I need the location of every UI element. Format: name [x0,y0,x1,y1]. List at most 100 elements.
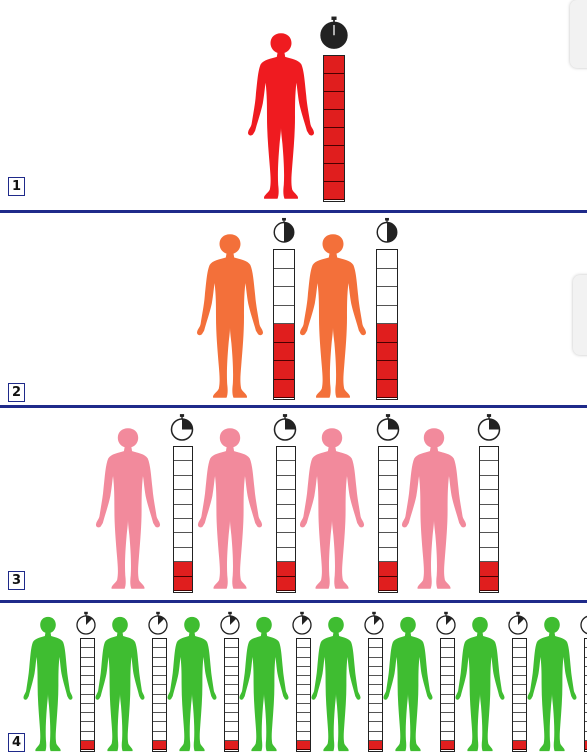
meter-segment [480,504,498,519]
meter-segment [441,666,454,676]
meter-segment [585,703,587,713]
meter-segment [274,287,294,306]
meter-segment [225,676,238,686]
meter-segment [585,666,587,676]
meter-segment [297,694,310,704]
capacity-meter [584,638,587,752]
stopwatch-icon [148,611,168,635]
stopwatch-icon [292,611,312,635]
meter-segment [585,740,587,750]
meter-segment [513,731,526,741]
meter-segment [369,694,382,704]
meter-segment [81,639,94,649]
capacity-meter [479,446,499,593]
meter-segment [324,56,344,74]
meter-segment [369,648,382,658]
meter-segment [81,657,94,667]
person-silhouette-icon [455,616,505,752]
meter-segment [225,666,238,676]
meter-segment [369,703,382,713]
meter-segment [277,490,295,505]
meter-segment [513,648,526,658]
side-panel [573,275,587,355]
person-silhouette-icon [401,428,467,589]
meter-segment [480,562,498,577]
meter-segment [369,740,382,750]
stopwatch-icon [320,16,348,49]
meter-segment [369,676,382,686]
meter-segment [277,533,295,548]
meter-segment [81,713,94,723]
meter-segment [274,342,294,361]
meter-segment [379,547,397,563]
meter-segment [324,146,344,164]
stopwatch-icon [477,414,501,441]
meter-segment [369,657,382,667]
row-number-label: 1 [8,177,25,196]
meter-segment [379,490,397,505]
meter-segment [174,562,192,577]
meter-segment [513,685,526,695]
meter-segment [441,731,454,741]
meter-segment [225,694,238,704]
stopwatch-icon [376,217,398,243]
meter-segment [441,694,454,704]
meter-segment [324,74,344,92]
meter-segment [81,731,94,741]
meter-segment [153,648,166,658]
meter-segment [225,648,238,658]
meter-segment [297,713,310,723]
meter-segment [379,562,397,577]
meter-segment [379,475,397,491]
meter-segment [377,250,397,269]
meter-segment [153,694,166,704]
meter-segment [369,713,382,723]
meter-segment [585,648,587,658]
meter-segment [277,519,295,534]
meter-segment [377,287,397,306]
meter-segment [225,657,238,667]
meter-segment [377,324,397,343]
row-number-label: 4 [8,733,25,752]
stopwatch-icon [436,611,456,635]
meter-segment [377,305,397,324]
meter-segment [379,576,397,591]
meter-segment [379,533,397,548]
meter-segment [81,666,94,676]
meter-segment [277,547,295,563]
meter-segment [377,361,397,380]
meter-segment [513,657,526,667]
meter-segment [513,666,526,676]
meter-segment [441,740,454,750]
meter-segment [174,576,192,591]
meter-segment [225,685,238,695]
side-panel [570,0,587,68]
meter-segment [441,685,454,695]
person-silhouette-icon [197,234,263,398]
meter-segment [480,461,498,476]
person-silhouette-icon [95,428,161,589]
meter-segment [480,519,498,534]
stopwatch-icon [273,414,297,441]
capacity-meter [368,638,383,752]
meter-segment [174,547,192,563]
meter-segment [174,519,192,534]
meter-segment [174,490,192,505]
meter-segment [81,685,94,695]
meter-segment [441,713,454,723]
person-silhouette-icon [311,616,361,752]
meter-segment [379,504,397,519]
meter-segment [377,379,397,398]
meter-segment [585,731,587,741]
meter-segment [174,461,192,476]
capacity-meter [440,638,455,752]
capacity-meter [173,446,193,593]
meter-segment [174,447,192,462]
meter-segment [324,182,344,200]
stopwatch-icon [76,611,96,635]
meter-segment [297,666,310,676]
meter-segment [480,547,498,563]
meter-segment [513,713,526,723]
